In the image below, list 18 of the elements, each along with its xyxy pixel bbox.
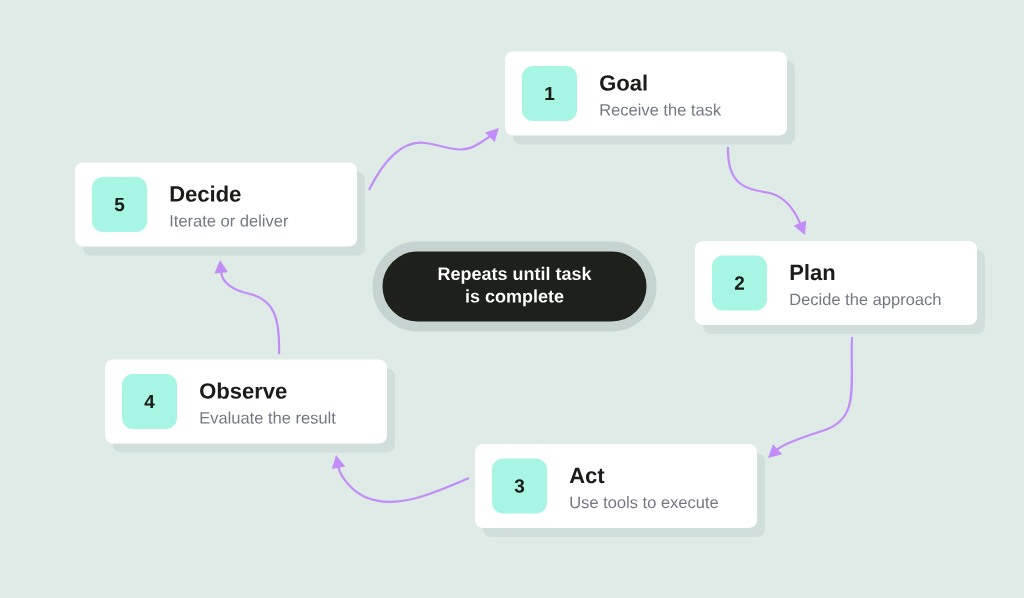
number-badge: 5 bbox=[92, 177, 147, 232]
curved-arrow bbox=[768, 337, 854, 458]
step-title: Decide bbox=[170, 185, 241, 202]
number-badge: 2 bbox=[712, 255, 767, 311]
number-badge: 4 bbox=[122, 374, 177, 429]
step-description: Evaluate the result bbox=[200, 411, 336, 424]
step-description: Use tools to execute bbox=[570, 496, 718, 509]
step-description: Decide the approach bbox=[790, 293, 941, 309]
number-badge: 1 bbox=[522, 66, 577, 121]
step-description: Receive the task bbox=[600, 103, 722, 116]
number-badge: 3 bbox=[492, 458, 547, 514]
step-title: Goal bbox=[600, 74, 647, 91]
step-title: Observe bbox=[200, 382, 287, 399]
step-description: Iterate or deliver bbox=[170, 214, 289, 227]
step-title: Act bbox=[569, 467, 605, 484]
curved-arrow bbox=[368, 128, 499, 191]
loop-pill: Repeats until task is complete bbox=[372, 241, 657, 332]
step-title: Plan bbox=[790, 264, 835, 281]
